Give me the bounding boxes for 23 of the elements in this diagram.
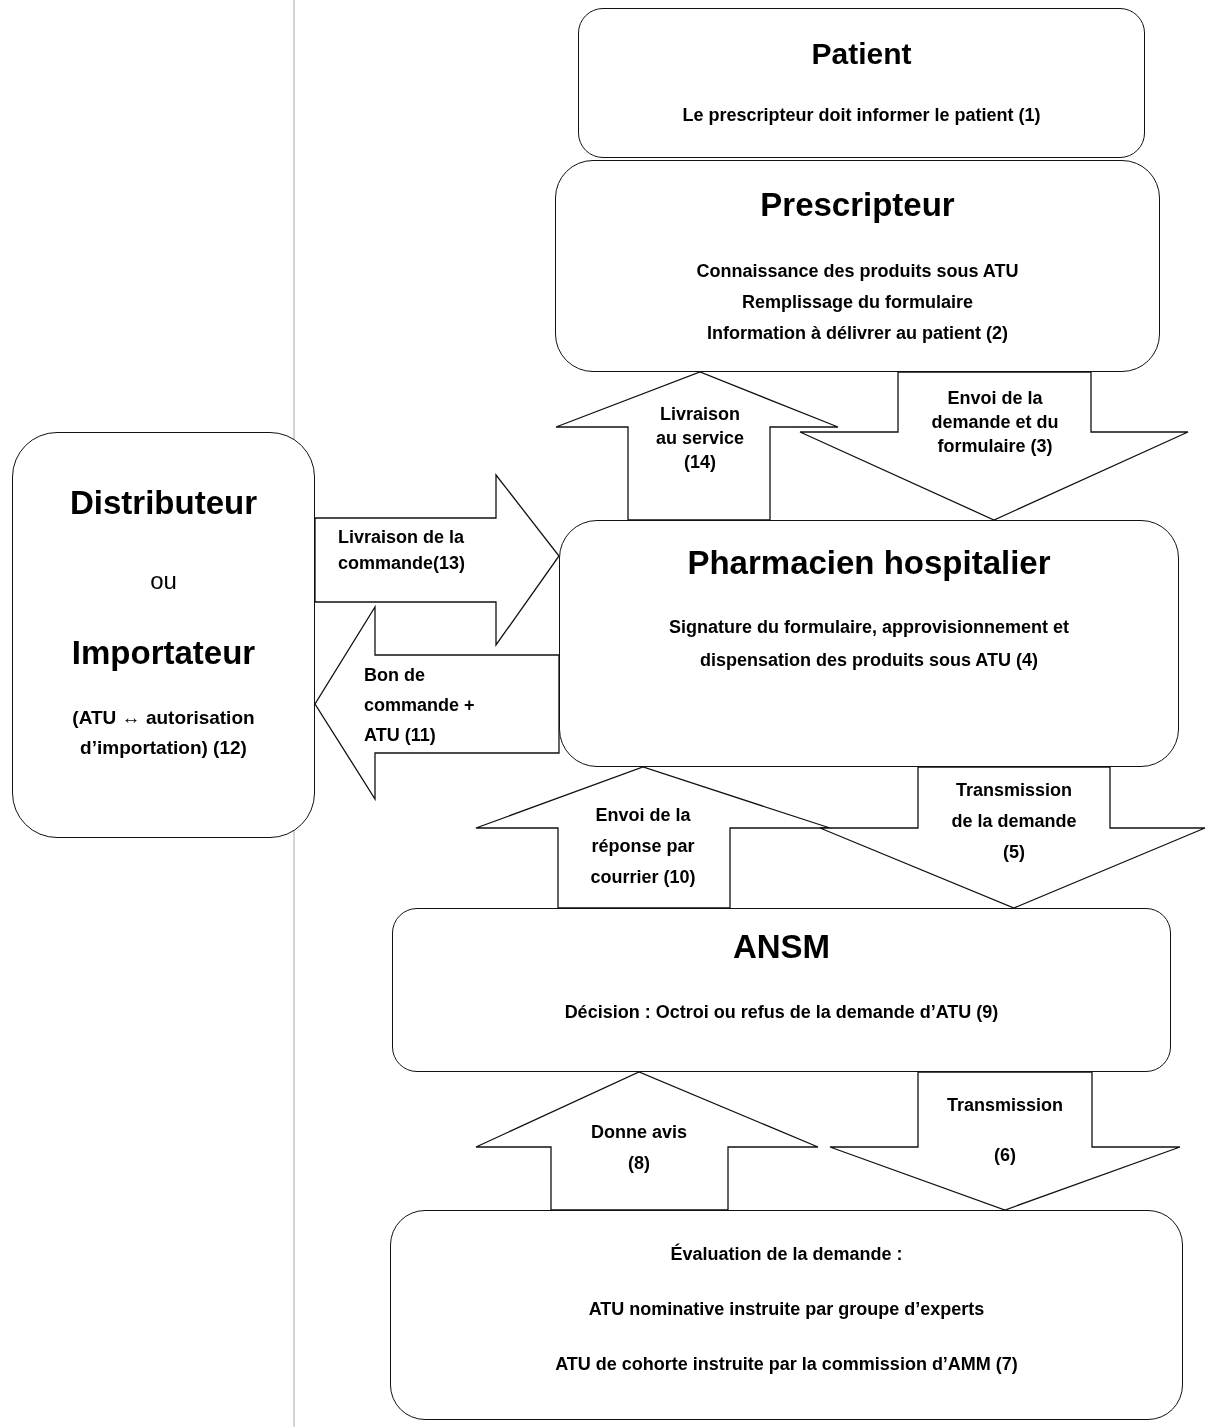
box-title: ANSM: [732, 927, 831, 967]
box-text: (ATU ↔ autorisation d’importation) (12): [71, 706, 256, 760]
process-box: [12, 432, 315, 838]
box-text: Décision : Octroi ou refus de la demande d’ATU (9): [564, 1001, 999, 1024]
box-text: Remplissage du formulaire: [741, 291, 974, 314]
box-text: Le prescripteur doit informer le patient (1): [682, 104, 1041, 127]
box-title: Patient: [811, 36, 912, 72]
box-title: Prescripteur: [760, 185, 955, 225]
box-title: Importateur: [71, 633, 256, 673]
box-text: ATU nominative instruite par groupe d’experts: [588, 1298, 985, 1321]
process-box: [555, 160, 1160, 372]
box-text: Évaluation de la demande :: [670, 1242, 903, 1266]
process-box: [390, 1210, 1183, 1420]
box-text: Information à délivrer au patient (2): [706, 322, 1009, 345]
box-text: Signature du formulaire, approvisionnement et dispensation des produits sous ATU (4): [667, 616, 1071, 672]
process-box: [578, 8, 1145, 158]
process-box: [559, 520, 1179, 767]
box-text: ATU de cohorte instruite par la commission d’AMM (7): [555, 1353, 1018, 1376]
process-box: [392, 908, 1171, 1072]
box-title: Pharmacien hospitalier: [687, 543, 1051, 583]
box-title: Distributeur: [70, 483, 257, 523]
box-text: Connaissance des produits sous ATU: [696, 260, 1019, 283]
box-text: ou: [150, 567, 177, 595]
